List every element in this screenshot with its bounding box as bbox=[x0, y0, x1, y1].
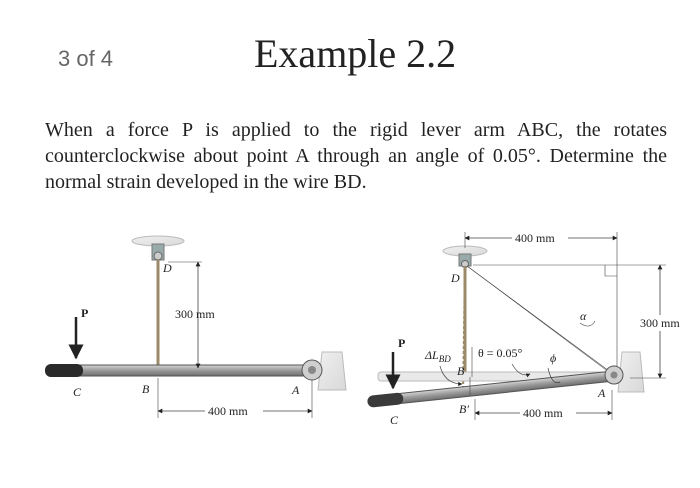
left-figure: D P 300 mm C B A 400 mm bbox=[45, 235, 347, 419]
label-b-prime: B′ bbox=[459, 402, 469, 416]
dim-300mm: 300 mm bbox=[175, 307, 215, 321]
label-alpha: α bbox=[580, 309, 587, 323]
slide-title: Example 2.2 bbox=[254, 31, 457, 76]
dim-400mm: 400 mm bbox=[208, 404, 248, 418]
label-p-right: P bbox=[398, 336, 405, 350]
label-a-right: A bbox=[597, 386, 606, 400]
label-d: D bbox=[162, 261, 172, 275]
problem-statement: When a force P is applied to the rigid l… bbox=[45, 119, 667, 193]
label-theta: θ = 0.05° bbox=[478, 346, 523, 360]
label-phi: ϕ bbox=[550, 351, 556, 365]
label-b: B bbox=[142, 382, 150, 396]
pin-support-a-right bbox=[604, 351, 645, 393]
lever-handle bbox=[45, 364, 83, 377]
dim-top-400mm: 400 mm bbox=[515, 231, 555, 245]
pin-support-a bbox=[301, 351, 347, 391]
slide-counter: 3 of 4 bbox=[58, 46, 114, 71]
label-p: P bbox=[81, 306, 88, 320]
lever-arm bbox=[59, 364, 323, 377]
right-figure: 400 mm D α 300 mm P ΔLBD θ = 0.05° ϕ B A… bbox=[367, 230, 692, 427]
dim-right-300mm: 300 mm bbox=[640, 316, 680, 330]
label-delta-l: ΔLBD bbox=[424, 348, 451, 364]
rotated-lever bbox=[367, 370, 619, 408]
ceiling-support bbox=[131, 235, 185, 261]
label-a: A bbox=[291, 383, 300, 397]
label-d-right: D bbox=[450, 271, 460, 285]
dim-bottom-400mm: 400 mm bbox=[523, 406, 563, 420]
label-b-right: B bbox=[457, 364, 465, 378]
label-c-right: C bbox=[390, 413, 399, 427]
ceiling-support-right bbox=[442, 245, 488, 268]
label-c: C bbox=[73, 385, 82, 399]
